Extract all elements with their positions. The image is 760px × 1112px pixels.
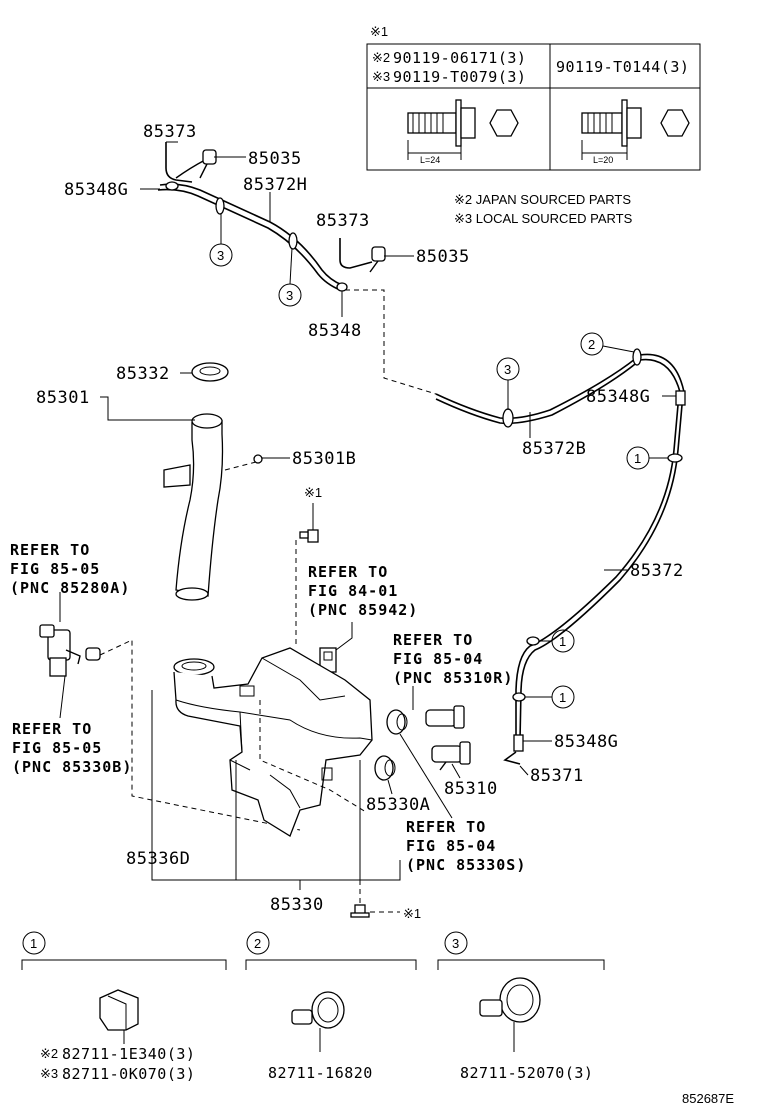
table-part-3: 90119-T0144(3)	[556, 58, 689, 76]
washer-pump	[425, 705, 465, 729]
hex-head-icon	[660, 109, 690, 137]
svg-text:1: 1	[634, 451, 641, 466]
svg-text:3: 3	[286, 288, 293, 303]
right-hose	[435, 348, 686, 765]
bolt-icon: L=20	[581, 99, 690, 165]
svg-text:FIG 84-01: FIG 84-01	[308, 582, 398, 600]
clamp-1: 1 ※2 82711-1E340(3) ※3 82711-0K070(3)	[21, 931, 227, 1083]
callout-1: 1	[551, 629, 575, 653]
svg-text:82711-52070(3): 82711-52070(3)	[460, 1064, 593, 1082]
svg-text:REFER TO: REFER TO	[308, 563, 388, 581]
svg-text:(PNC 85280A): (PNC 85280A)	[10, 579, 130, 597]
label-85348G-top: 85348G	[64, 180, 128, 200]
svg-text:REFER TO: REFER TO	[406, 818, 486, 836]
mark-note-1-bottom: ※1	[403, 906, 421, 921]
label-85372H: 85372H	[243, 175, 307, 195]
label-85330A: 85330A	[366, 795, 430, 815]
table-part-2: 90119-T0079(3)	[393, 68, 526, 86]
svg-text:※3: ※3	[40, 1066, 58, 1081]
callout-1: 1	[626, 446, 650, 470]
svg-text:2: 2	[588, 337, 595, 352]
svg-text:1: 1	[559, 634, 566, 649]
svg-text:82711-0K070(3): 82711-0K070(3)	[62, 1065, 195, 1083]
filler-neck	[163, 362, 263, 601]
bolt-icon	[299, 529, 319, 543]
refer-note-85942: REFER TO FIG 84-01 (PNC 85942)	[308, 563, 418, 619]
svg-text:3: 3	[504, 362, 511, 377]
label-85348G-right: 85348G	[586, 387, 650, 407]
fastener-table: ※1 ※2 90119-06171(3) ※3 90119-T0079(3) 9…	[366, 24, 701, 171]
svg-text:3: 3	[217, 248, 224, 263]
callout-2: 2	[580, 332, 604, 356]
svg-text:(PNC 85310R): (PNC 85310R)	[393, 669, 513, 687]
svg-text:REFER TO: REFER TO	[393, 631, 473, 649]
table-mark-2: ※2	[372, 50, 390, 65]
label-85373-left: 85373	[143, 122, 197, 142]
svg-text:82711-1E340(3): 82711-1E340(3)	[62, 1045, 195, 1063]
hex-head-icon	[489, 109, 519, 137]
svg-text:※2: ※2	[40, 1046, 58, 1061]
label-85035-right: 85035	[416, 247, 470, 267]
mark-note-1-top: ※1	[304, 485, 322, 500]
label-85330: 85330	[270, 895, 324, 915]
table-mark-3: ※3	[372, 69, 390, 84]
grommet	[374, 755, 396, 781]
svg-text:FIG 85-05: FIG 85-05	[10, 560, 100, 578]
svg-text:(PNC 85942): (PNC 85942)	[308, 601, 418, 619]
clamp-3: 3 82711-52070(3)	[437, 931, 605, 1082]
svg-text:(PNC 85330S): (PNC 85330S)	[406, 856, 526, 874]
label-85348: 85348	[308, 321, 362, 341]
svg-text:(PNC 85330B): (PNC 85330B)	[12, 758, 132, 776]
table-header-mark: ※1	[370, 24, 388, 39]
svg-text:1: 1	[30, 936, 37, 951]
grommet	[386, 709, 408, 735]
table-part-1: 90119-06171(3)	[393, 49, 526, 67]
svg-text:FIG 85-05: FIG 85-05	[12, 739, 102, 757]
svg-text:FIG 85-04: FIG 85-04	[406, 837, 496, 855]
figure-id: 852687E	[682, 1091, 734, 1106]
label-85301B: 85301B	[292, 449, 356, 469]
note-local: ※3 LOCAL SOURCED PARTS	[454, 211, 633, 226]
label-85372: 85372	[630, 561, 684, 581]
callout-3: 3	[278, 283, 302, 307]
label-85310: 85310	[444, 779, 498, 799]
label-85348G-bottom: 85348G	[554, 732, 618, 752]
label-85035-left: 85035	[248, 149, 302, 169]
table-border	[366, 43, 701, 171]
label-85373-right: 85373	[316, 211, 370, 231]
svg-text:REFER TO: REFER TO	[10, 541, 90, 559]
svg-text:2: 2	[254, 936, 261, 951]
svg-text:82711-16820: 82711-16820	[268, 1064, 373, 1082]
label-85336D: 85336D	[126, 849, 190, 869]
label-85372B: 85372B	[522, 439, 586, 459]
label-85371: 85371	[530, 766, 584, 786]
refer-note-85330B: REFER TO FIG 85-05 (PNC 85330B)	[12, 720, 132, 776]
callout-3: 3	[209, 243, 233, 267]
washer-motor-left	[39, 624, 101, 677]
bolt-icon: L=24	[407, 99, 519, 165]
svg-text:1: 1	[559, 690, 566, 705]
dimension-label: L=20	[593, 155, 613, 165]
washer-reservoir	[173, 647, 373, 837]
dimension-label: L=24	[420, 155, 440, 165]
bolt-icon	[350, 904, 370, 918]
clamp-2: 2 82711-16820	[245, 931, 417, 1082]
label-85332: 85332	[116, 364, 170, 384]
refer-note-85310R: REFER TO FIG 85-04 (PNC 85310R)	[393, 631, 513, 687]
refer-note-85280A: REFER TO FIG 85-05 (PNC 85280A)	[10, 541, 130, 597]
label-85301: 85301	[36, 388, 90, 408]
washer-pump	[431, 741, 471, 771]
svg-text:REFER TO: REFER TO	[12, 720, 92, 738]
refer-note-85330S: REFER TO FIG 85-04 (PNC 85330S)	[406, 818, 526, 874]
callout-3: 3	[496, 357, 520, 381]
callout-1: 1	[551, 685, 575, 709]
svg-text:3: 3	[452, 936, 459, 951]
upper-hose-assembly	[157, 142, 386, 292]
note-japan: ※2 JAPAN SOURCED PARTS	[454, 192, 631, 207]
svg-text:FIG 85-04: FIG 85-04	[393, 650, 483, 668]
